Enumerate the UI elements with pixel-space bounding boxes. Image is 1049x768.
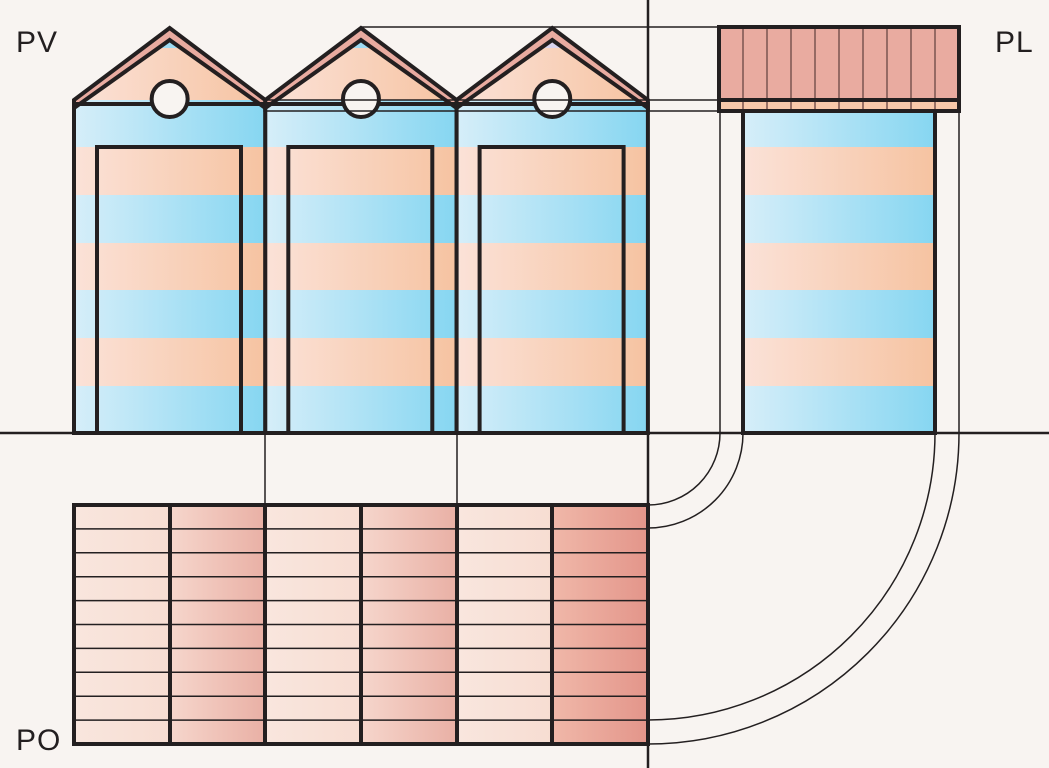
- wall-stripe: [456, 338, 648, 386]
- wall-stripe: [265, 386, 457, 433]
- projection-transfer-arc: [647, 432, 960, 745]
- wall-stripe: [74, 338, 266, 386]
- side-roof-outline: [717, 25, 961, 113]
- wall-stripe: [74, 290, 266, 338]
- plan-view-label: PO: [16, 724, 62, 757]
- round-window: [532, 79, 573, 119]
- wall-stripe: [74, 386, 266, 433]
- wall-stripe: [456, 147, 648, 195]
- side-view-label: PL: [995, 26, 1034, 59]
- front-view-label: PV: [16, 26, 59, 59]
- wall-stripe: [74, 147, 266, 195]
- side-wall-stripe: [743, 386, 935, 433]
- wall-stripe: [265, 338, 457, 386]
- wall-stripe: [265, 147, 457, 195]
- cabin-side: [717, 25, 961, 435]
- gable-fill: [456, 40, 648, 100]
- side-wall-stripe: [743, 147, 935, 195]
- projection-transfer-arc: [647, 432, 721, 506]
- gable-fill: [74, 40, 266, 100]
- cabin-front: [72, 25, 268, 435]
- round-window: [340, 79, 381, 119]
- cabin-front: [263, 25, 459, 435]
- wall-stripe: [265, 243, 457, 290]
- gable-fill: [265, 40, 457, 100]
- side-wall-stripe: [743, 338, 935, 386]
- projection-transfer-arc: [647, 432, 936, 721]
- wall-stripe: [456, 243, 648, 290]
- side-wall-stripe: [743, 243, 935, 290]
- round-window: [149, 79, 190, 119]
- side-wall-stripe: [743, 290, 935, 338]
- plan-view: [72, 503, 650, 746]
- side-wall-stripe: [743, 195, 935, 243]
- wall-stripe: [74, 243, 266, 290]
- cabin-front: [454, 25, 650, 435]
- projection-transfer-arc: [647, 432, 744, 529]
- wall-stripe: [456, 290, 648, 338]
- wall-stripe: [265, 290, 457, 338]
- side-wall-stripe: [743, 111, 935, 147]
- wall-stripe: [74, 195, 266, 243]
- wall-stripe: [456, 195, 648, 243]
- wall-stripe: [265, 195, 457, 243]
- wall-stripe: [456, 386, 648, 433]
